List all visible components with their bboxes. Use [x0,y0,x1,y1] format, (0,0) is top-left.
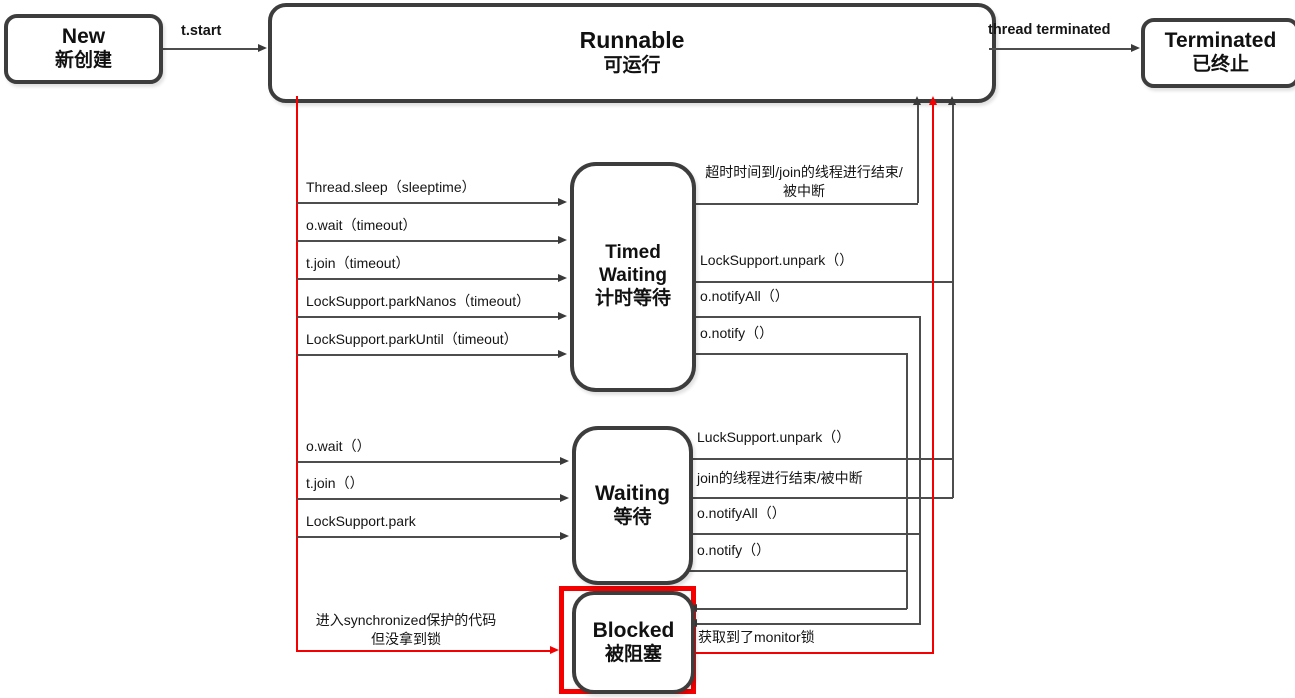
state-new-title: New [61,25,106,49]
label-tw-unpark: LockSupport.unpark（） [700,252,854,268]
label-enter-synchronized: 进入synchronized保护的代码 但没拿到锁 [300,611,512,649]
connector-owait [297,461,561,463]
label-w-join-end: join的线程进行结束/被中断 [697,470,863,486]
label-parknanos: LockSupport.parkNanos（timeout） [306,293,531,309]
state-new-subtitle: 新创建 [54,50,112,72]
state-terminated: Terminated 已终止 [1141,18,1295,88]
connector-timeout-vertical [917,104,919,203]
state-blocked-title: Blocked [592,618,675,642]
state-terminated-subtitle: 已终止 [1191,54,1249,76]
label-t-start: t.start [181,23,222,39]
arrowhead-parknanos [558,312,567,320]
connector-w-notify [686,570,906,572]
connector-lockpark [297,536,561,538]
label-w-unpark: LuckSupport.unpark（） [697,429,851,445]
label-tw-notifyall: o.notifyAll（） [700,288,789,304]
connector-runnable-blocked-horizontal [296,650,550,652]
state-timed-waiting-subtitle: 计时等待 [594,288,671,310]
label-w-notify: o.notify（） [697,542,771,558]
arrowhead-sleep [558,198,567,206]
connector-w-unpark [686,458,953,460]
label-timeout: 超时时间到/join的线程进行结束/ 被中断 [690,163,918,201]
label-timeout-line2: 被中断 [783,183,825,199]
connector-tw-notifyall [688,316,920,318]
arrowhead-parkuntil [558,350,567,358]
state-runnable: Runnable 可运行 [268,3,996,103]
arrowhead-owait-timeout [558,236,567,244]
label-w-notifyall: o.notifyAll（） [697,505,786,521]
label-timeout-line1: 超时时间到/join的线程进行结束/ [705,164,903,180]
state-waiting: Waiting 等待 [572,426,693,585]
connector-parknanos [297,316,559,318]
connector-notifyall-vertical [919,316,921,624]
label-enter-synchronized-line2: 但没拿到锁 [371,631,441,647]
connector-tw-unpark [688,281,953,283]
connector-sleep [297,202,559,204]
label-parkuntil: LockSupport.parkUntil（timeout） [306,331,518,347]
label-owait: o.wait（） [306,438,371,454]
connector-parkuntil [297,354,559,356]
state-timed-waiting-title-1: Timed [605,241,661,263]
connector-blocked-runnable-horizontal [688,652,934,654]
state-new: New 新创建 [4,14,163,84]
arrowhead-tjoin-timeout [558,274,567,282]
label-tw-notify: o.notify（） [700,325,774,341]
label-owait-timeout: o.wait（timeout） [306,217,417,233]
arrowhead-owait [560,457,569,465]
connector-owait-timeout [297,240,559,242]
arrowhead-unpark-runnable [948,96,956,105]
connector-unpark-vertical [952,104,954,498]
connector-blocked-runnable-vertical [932,104,934,654]
label-got-monitor-lock: 获取到了monitor锁 [698,629,815,645]
state-waiting-title: Waiting [594,481,671,505]
arrowhead-new-runnable [258,44,267,52]
state-blocked: Blocked 被阻塞 [572,591,695,694]
connector-notifyall-into-blocked [697,623,921,625]
connector-w-join-end [686,497,953,499]
arrowhead-tjoin [560,494,569,502]
state-runnable-subtitle: 可运行 [603,55,661,77]
arrowhead-runnable-terminated [1131,44,1140,52]
connector-tjoin-timeout [297,278,559,280]
connector-tw-notify [688,353,906,355]
label-tjoin: t.join（） [306,475,364,491]
state-blocked-subtitle: 被阻塞 [604,643,662,665]
label-lockpark: LockSupport.park [306,513,416,529]
label-enter-synchronized-line1: 进入synchronized保护的代码 [315,612,497,628]
state-timed-waiting: Timed Waiting 计时等待 [570,162,696,392]
arrowhead-lockpark [560,532,569,540]
connector-runnable-blocked-vertical [296,96,298,651]
label-tjoin-timeout: t.join（timeout） [306,255,410,271]
state-timed-waiting-title-2: Waiting [599,264,667,286]
connector-runnable-terminated [989,48,1135,50]
label-thread-sleep: Thread.sleep（sleeptime） [306,179,476,195]
connector-notify-vertical [906,353,908,609]
arrowhead-blocked-runnable [929,96,937,105]
state-runnable-title: Runnable [579,26,685,53]
connector-notify-into-blocked [697,608,907,610]
connector-w-notifyall [686,533,920,535]
state-waiting-subtitle: 等待 [613,506,652,528]
arrowhead-timeout-runnable [913,96,921,105]
label-thread-terminated: thread terminated [988,22,1111,38]
arrowhead-runnable-blocked [550,646,559,654]
connector-timeout-horizontal [688,203,918,205]
connector-tjoin [297,498,561,500]
state-terminated-title: Terminated [1164,29,1277,53]
connector-new-runnable [156,48,262,50]
